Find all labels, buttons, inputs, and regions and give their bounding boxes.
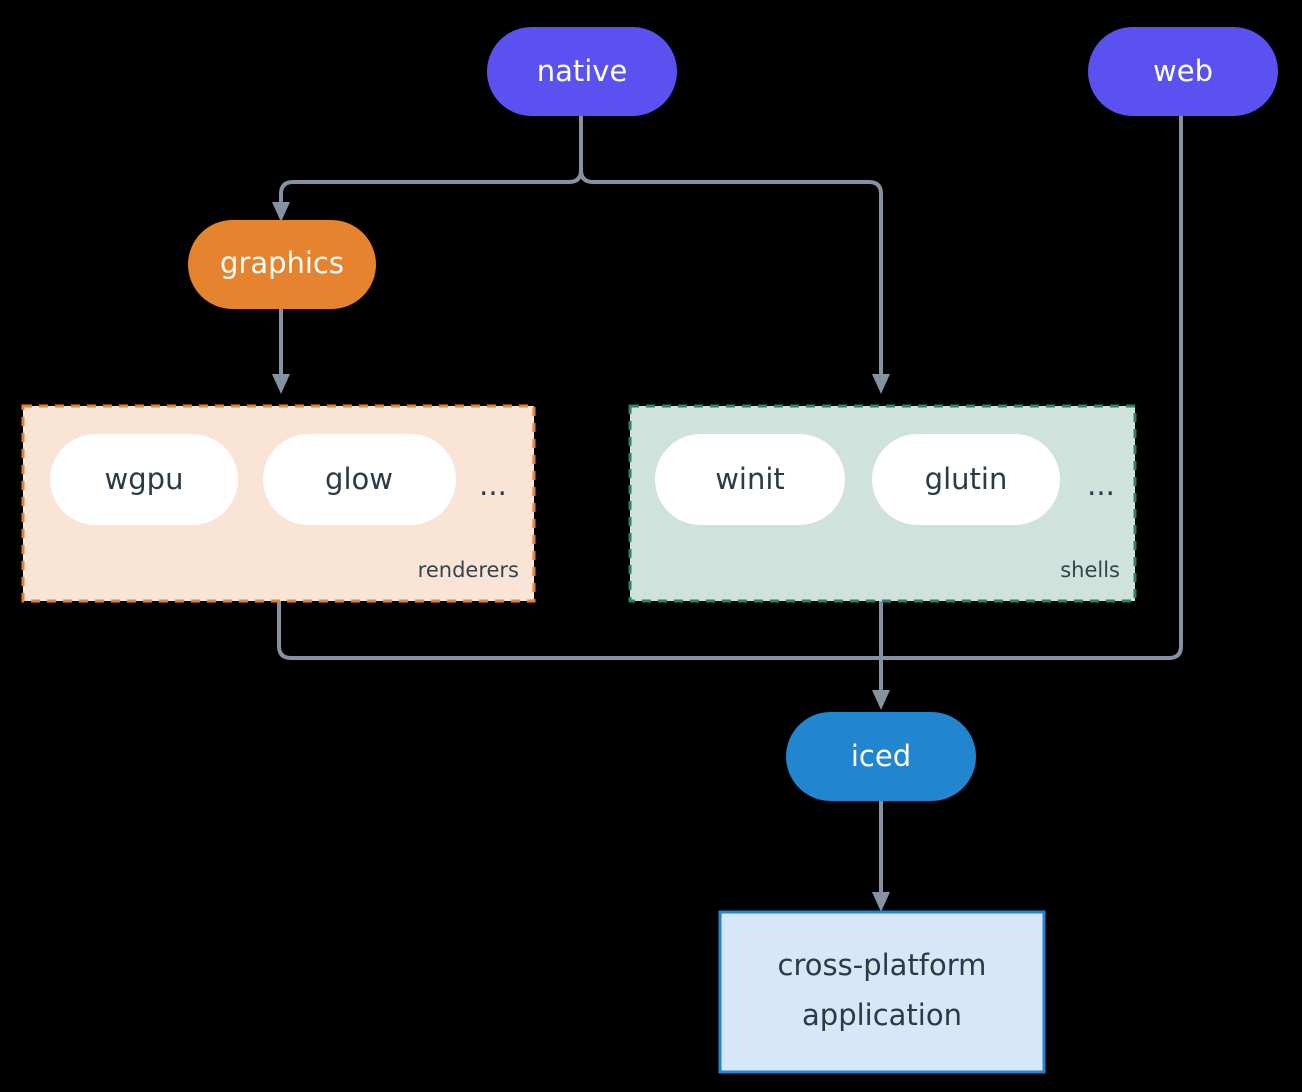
node-native[interactable]: native bbox=[487, 27, 677, 116]
shell-label-winit: winit bbox=[715, 462, 785, 496]
node-web[interactable]: web bbox=[1088, 27, 1278, 116]
application-label-line1: cross-platform bbox=[778, 948, 987, 982]
node-cross-platform-application[interactable]: cross-platform application bbox=[718, 910, 1046, 1074]
renderers-ellipsis: ... bbox=[479, 468, 507, 502]
graphics-label: graphics bbox=[220, 246, 344, 280]
application-box bbox=[718, 910, 1046, 1074]
edge-native-shells bbox=[579, 169, 883, 378]
application-label-line2: application bbox=[802, 998, 962, 1032]
shell-item-glutin[interactable]: glutin bbox=[872, 434, 1060, 525]
arrowhead-iced bbox=[872, 690, 890, 710]
edge-native-split bbox=[279, 115, 583, 208]
arrowhead-renderers bbox=[272, 374, 290, 394]
renderer-label-wgpu: wgpu bbox=[105, 462, 184, 496]
group-shells[interactable]: winit glutin ... shells bbox=[628, 404, 1137, 603]
renderer-item-wgpu[interactable]: wgpu bbox=[50, 434, 238, 525]
shells-ellipsis: ... bbox=[1087, 468, 1115, 502]
iced-pill bbox=[786, 712, 976, 801]
arrowhead-app bbox=[872, 892, 890, 912]
node-iced[interactable]: iced bbox=[786, 712, 976, 801]
arrowhead-shells bbox=[872, 374, 890, 394]
graphics-pill bbox=[188, 220, 376, 309]
shell-pill-glutin bbox=[872, 434, 1060, 525]
edge-renderers-iced bbox=[277, 601, 881, 660]
shell-label-glutin: glutin bbox=[925, 462, 1008, 496]
node-graphics[interactable]: graphics bbox=[188, 220, 376, 309]
edge-web-iced bbox=[881, 115, 1183, 660]
renderer-item-glow[interactable]: glow bbox=[263, 434, 456, 525]
web-pill bbox=[1088, 27, 1278, 116]
shell-pill-winit bbox=[655, 434, 845, 525]
arrowhead-graphics bbox=[272, 202, 290, 222]
renderer-pill-wgpu bbox=[50, 434, 238, 525]
native-label: native bbox=[537, 54, 628, 88]
iced-label: iced bbox=[851, 739, 911, 773]
web-label: web bbox=[1153, 54, 1213, 88]
shells-group-label: shells bbox=[1060, 558, 1120, 582]
shell-item-winit[interactable]: winit bbox=[655, 434, 845, 525]
renderer-pill-glow bbox=[263, 434, 456, 525]
native-pill bbox=[487, 27, 677, 116]
renderer-label-glow: glow bbox=[325, 462, 393, 496]
group-renderers[interactable]: wgpu glow ... renderers bbox=[21, 404, 536, 603]
edge-layer bbox=[272, 115, 1183, 912]
renderers-group-label: renderers bbox=[418, 558, 519, 582]
